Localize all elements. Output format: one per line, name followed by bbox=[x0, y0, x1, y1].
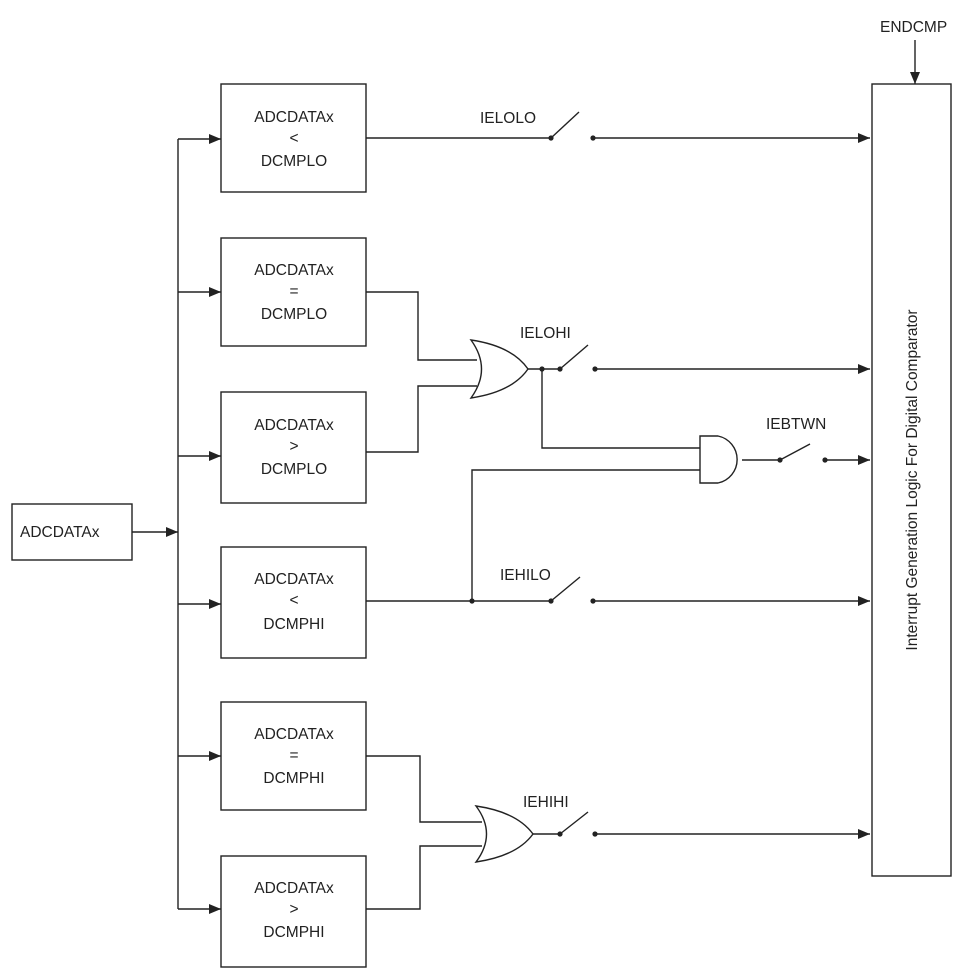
or-gate-lo-inputs bbox=[366, 291, 477, 453]
switch-ielohi-label: IELOHI bbox=[520, 325, 571, 342]
comparator-text: ADCDATAx bbox=[254, 109, 334, 126]
path-iehihi: IEHIHI bbox=[523, 794, 870, 839]
comparator-op: = bbox=[289, 283, 298, 300]
comparator-text: ADCDATAx bbox=[254, 417, 334, 434]
comparator-text: ADCDATAx bbox=[254, 880, 334, 897]
comparator-text: DCMPHI bbox=[263, 616, 324, 633]
path-ielohi: IELOHI bbox=[520, 325, 870, 374]
path-ielolo: IELOLO bbox=[366, 110, 870, 143]
comparator-lt-dcmphi: ADCDATAx < DCMPHI bbox=[220, 546, 367, 659]
comparator-op: = bbox=[289, 747, 298, 764]
path-iebtwn: IEBTWN bbox=[742, 416, 870, 465]
switch-iehihi bbox=[559, 811, 589, 835]
comparator-lt-dcmplo: ADCDATAx < DCMPLO bbox=[220, 83, 367, 193]
switch-iehihi-label: IEHIHI bbox=[523, 794, 569, 811]
switch-iebtwn-label: IEBTWN bbox=[766, 416, 826, 433]
comparator-gt-dcmplo: ADCDATAx > DCMPLO bbox=[220, 391, 367, 504]
or-gate-hi bbox=[474, 805, 534, 863]
comparator-eq-dcmphi: ADCDATAx = DCMPHI bbox=[220, 701, 367, 811]
comparator-op: > bbox=[289, 901, 298, 918]
comparator-op: < bbox=[289, 130, 298, 147]
comparator-text: ADCDATAx bbox=[254, 262, 334, 279]
interrupt-block: Interrupt Generation Logic For Digital C… bbox=[871, 83, 952, 877]
switch-ielolo-label: IELOLO bbox=[480, 110, 536, 127]
switch-iebtwn bbox=[779, 443, 811, 461]
or-gate-lo bbox=[469, 339, 529, 399]
comparator-gt-dcmphi: ADCDATAx > DCMPHI bbox=[220, 855, 367, 968]
comparator-text: DCMPHI bbox=[263, 924, 324, 941]
switch-iehilo bbox=[550, 576, 581, 602]
comparator-text: ADCDATAx bbox=[254, 726, 334, 743]
or-gate-hi-inputs bbox=[366, 755, 482, 910]
comparator-text: DCMPHI bbox=[263, 770, 324, 787]
input-block-label: ADCDATAx bbox=[20, 524, 100, 541]
interrupt-block-label: Interrupt Generation Logic For Digital C… bbox=[904, 309, 921, 650]
enable-input-label: ENDCMP bbox=[880, 19, 947, 36]
input-block: ADCDATAx bbox=[11, 503, 133, 561]
and-input-from-or bbox=[541, 369, 700, 449]
switch-ielohi bbox=[559, 344, 589, 370]
comparator-eq-dcmplo: ADCDATAx = DCMPLO bbox=[220, 237, 367, 347]
comparator-op: < bbox=[289, 592, 298, 609]
comparator-op: > bbox=[289, 438, 298, 455]
enable-input: ENDCMP bbox=[880, 19, 947, 84]
switch-ielolo bbox=[550, 111, 580, 139]
bus-branches bbox=[178, 134, 221, 914]
comparator-text: DCMPLO bbox=[261, 153, 327, 170]
switch-iehilo-label: IEHILO bbox=[500, 567, 551, 584]
comparator-text: DCMPLO bbox=[261, 461, 327, 478]
comparator-text: ADCDATAx bbox=[254, 571, 334, 588]
comparator-text: DCMPLO bbox=[261, 306, 327, 323]
path-iehilo: IEHILO bbox=[366, 567, 870, 606]
and-input-from-hilo bbox=[471, 469, 700, 601]
and-gate-between bbox=[699, 435, 738, 484]
